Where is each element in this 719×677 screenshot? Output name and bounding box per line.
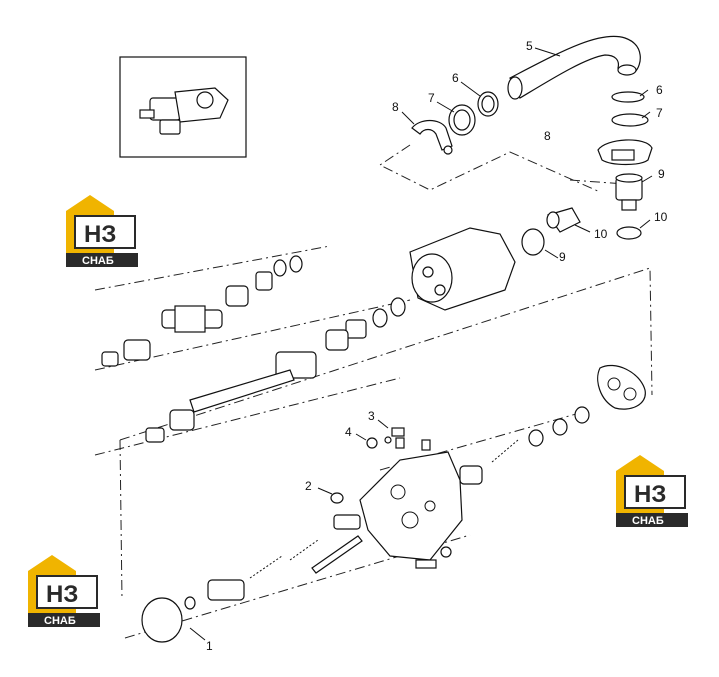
watermark-logo-upper: НЗ СНАБ [62,193,142,267]
callout-6-left: 6 [452,71,459,85]
small-parts-2-3-4 [330,427,405,504]
callout-9-middle: 9 [559,250,566,264]
upper-gear-shaft-row [101,255,303,367]
callout-7-right: 7 [656,106,663,120]
watermark-logo-lower: НЗ СНАБ [24,553,104,627]
callout-1: 1 [206,639,213,653]
rings-part-6-7-upper [448,91,499,136]
callout-10-middle: 10 [594,227,608,241]
gasket [597,364,646,410]
oring-part-10-right [616,226,642,240]
fitting-part-9-right [615,173,643,211]
pump-body-lower [359,437,463,561]
callout-10-right: 10 [654,210,668,224]
callout-7-left: 7 [428,91,435,105]
callout-9-right: 9 [658,167,665,181]
svg-text:СНАБ: СНАБ [44,615,76,627]
callout-labels: 1 2 3 4 5 6 6 7 7 8 8 9 9 10 10 [206,39,668,653]
svg-text:НЗ: НЗ [46,581,78,608]
svg-text:СНАБ: СНАБ [82,255,114,267]
callout-8-left: 8 [392,100,399,114]
clamp-part-8-left [411,119,453,155]
svg-text:СНАБ: СНАБ [632,515,664,527]
hose-part-5 [507,35,641,100]
oring-part-9-middle [521,228,545,256]
rings-part-6-7-right [611,91,649,127]
watermark-logo-right: НЗ СНАБ [612,453,692,527]
callout-2: 2 [305,479,312,493]
lower-piston-spring-row [141,514,452,643]
callout-5: 5 [526,39,533,53]
svg-text:НЗ: НЗ [84,221,116,248]
middle-gear-shaft-row [145,297,406,443]
pump-housing-upper [409,227,516,311]
clamp-part-8-right [597,139,653,166]
callout-8-right: 8 [544,129,551,143]
inset-thumbnail [119,56,247,158]
fitting-part-10-middle [546,207,581,233]
leader-lines [189,47,653,641]
callout-3: 3 [368,409,375,423]
svg-text:НЗ: НЗ [634,481,666,508]
lower-right-seals [459,406,590,485]
callout-6-right: 6 [656,83,663,97]
callout-4: 4 [345,425,352,439]
